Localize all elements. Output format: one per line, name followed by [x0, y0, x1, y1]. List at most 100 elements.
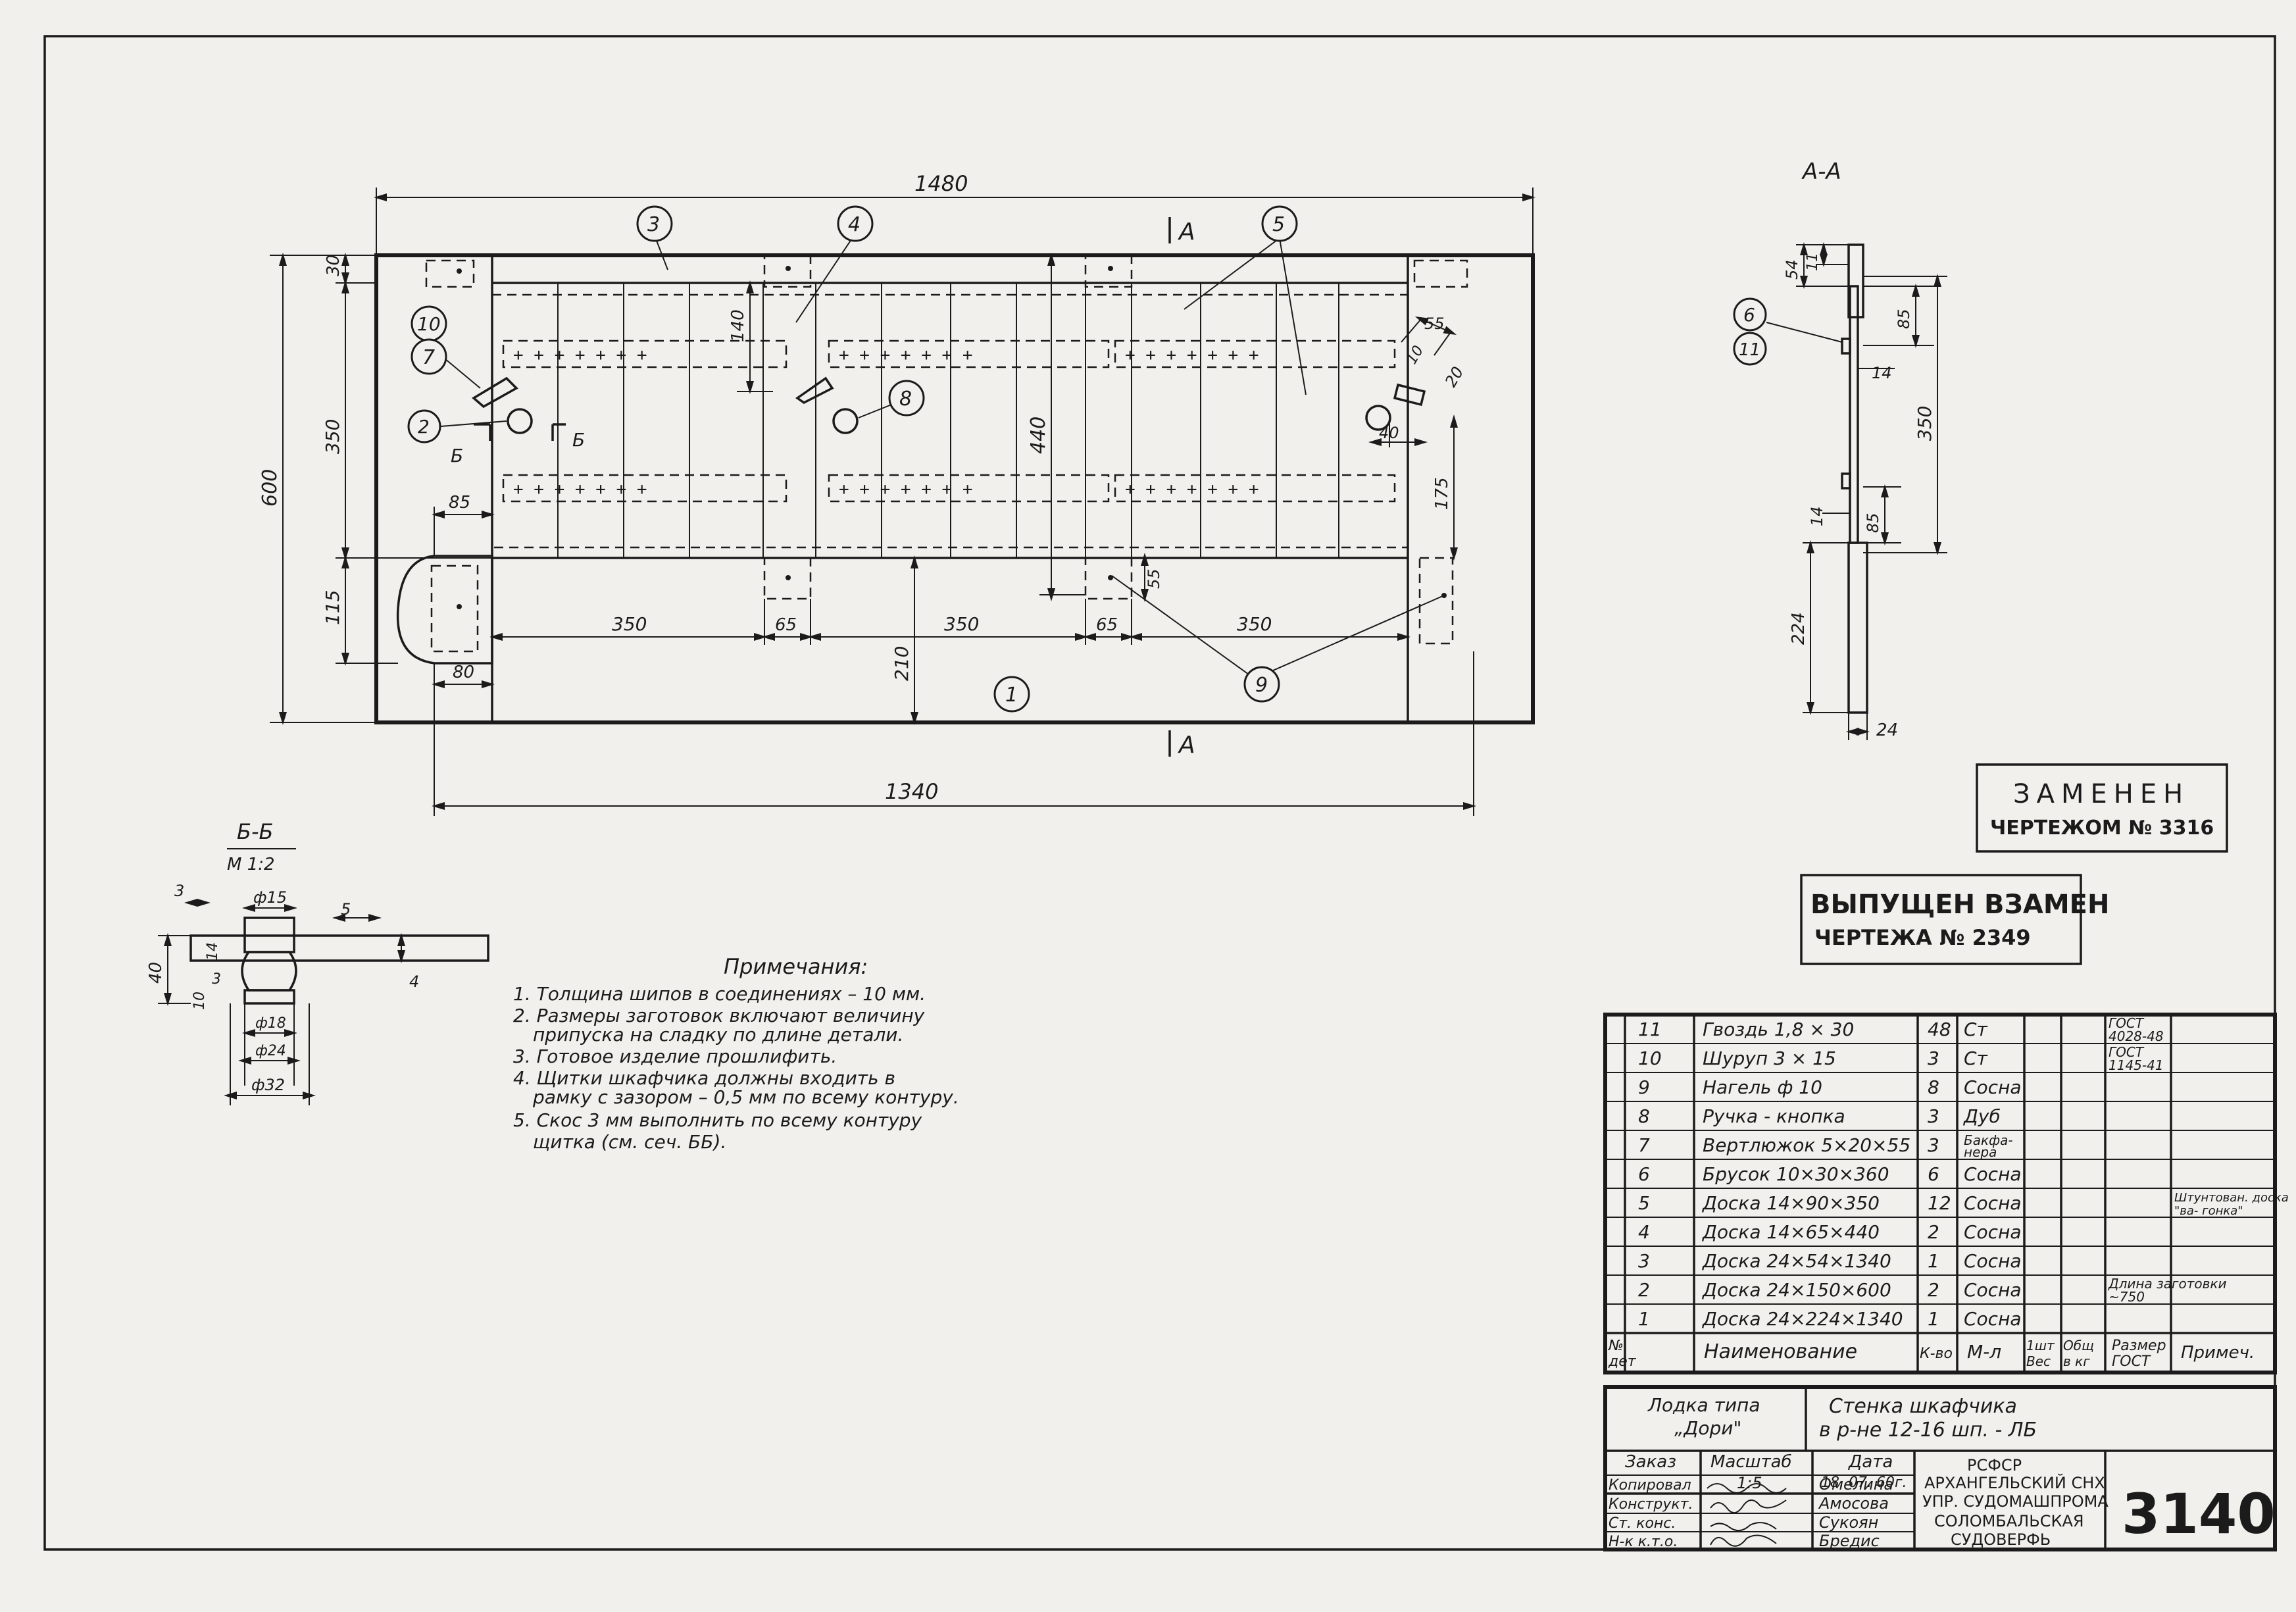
section-bb-scale: М 1:2: [227, 855, 275, 874]
dim-30: 30: [324, 255, 343, 276]
bom-row-material: Бакфа-: [1964, 1132, 2013, 1148]
bom-header-size-gost: Размер: [2112, 1338, 2166, 1354]
dim-1480: 1480: [914, 171, 968, 196]
dim-aa-14b: 14: [1808, 506, 1826, 526]
tb-role-4: Н-к к.т.о.: [1609, 1534, 1678, 1550]
tb-name-3: Сукоян: [1819, 1513, 1878, 1532]
bom-row-qty: 2: [1928, 1221, 1939, 1243]
bom-row-material: Сосна: [1964, 1163, 2022, 1185]
bom-row-name: Ручка - кнопка: [1703, 1105, 1845, 1127]
tb-role-3: Ст. конс.: [1609, 1515, 1676, 1532]
note-line-5: 4. Щитки шкафчика должны входить в: [513, 1067, 895, 1089]
dim-55-dowel: 55: [1145, 568, 1163, 589]
tb-part-1: Стенка шкафчика: [1829, 1395, 2017, 1418]
tb-name-4: Бредис: [1819, 1532, 1880, 1550]
bom-row-gost: 1145-41: [2109, 1057, 2164, 1073]
tb-name-1: Омелина: [1819, 1475, 1893, 1494]
tb-date-value: 18. 07. 60г.: [1821, 1474, 1907, 1491]
note-line-2: 2. Размеры заготовок включают величину: [513, 1005, 925, 1026]
dim-bay-1: 350: [612, 613, 647, 635]
bom-row-num: 6: [1638, 1163, 1650, 1185]
bom-row-name: Доска 24×150×600: [1701, 1279, 1891, 1301]
bom-row-num: 1: [1638, 1308, 1650, 1330]
tb-boat-2: „Дори": [1674, 1417, 1741, 1439]
balloon-9: 9: [1255, 674, 1268, 697]
dim-bb-14: 14: [205, 942, 221, 961]
dim-440: 440: [1027, 416, 1050, 454]
dim-latch-20: 20: [1441, 364, 1468, 390]
bom-row-name: Доска 24×224×1340: [1701, 1308, 1903, 1330]
dim-bb-24: ф24: [255, 1043, 286, 1059]
balloon-7: 7: [422, 346, 435, 369]
bom-row-name: Вертлюжок 5×20×55: [1703, 1134, 1910, 1156]
knob-hole: [507, 408, 533, 434]
tb-org-2: АРХАНГЕЛЬСКИЙ СНХ: [1924, 1473, 2105, 1492]
slat-lines: [557, 283, 1339, 558]
bom-header-qty: К-во: [1920, 1346, 1953, 1362]
bom-row-gost: ~750: [2109, 1289, 2145, 1305]
bom-header-num: дет: [1608, 1353, 1637, 1370]
drawing-number: 3140: [2122, 1482, 2276, 1546]
svg-text:+ + + + + + +: + + + + + + +: [839, 345, 973, 365]
dim-bb-32: ф32: [251, 1076, 285, 1094]
dim-bb-3b: 3: [212, 971, 221, 988]
dim-210: 210: [891, 646, 912, 681]
dim-175: 175: [1432, 477, 1452, 510]
bom-header-material: М-л: [1967, 1341, 2001, 1363]
bom-row-qty: 1: [1928, 1308, 1939, 1330]
balloon-3: 3: [647, 213, 660, 236]
balloon-10: 10: [417, 313, 441, 335]
svg-text:+ + + + + + +: + + + + + + +: [1125, 345, 1259, 365]
tb-scale-value: 1:5: [1737, 1474, 1762, 1492]
stamp-replaced: ЗАМЕНЕН ЧЕРТЕЖОМ № 3316: [1976, 763, 2228, 853]
bom-header-note: Примеч.: [2181, 1343, 2255, 1363]
bom-row-num: 2: [1638, 1279, 1650, 1301]
note-line-7: 5. Скос 3 мм выполнить по всему контуру: [513, 1109, 922, 1131]
section-mark-b-left: Б: [451, 445, 463, 466]
panel-outline: [374, 253, 1535, 724]
bom-row-qty: 48: [1928, 1019, 1951, 1040]
signature: [1710, 1522, 1777, 1532]
bom-row-name: Гвоздь 1,8 × 30: [1703, 1019, 1854, 1040]
dim-bb-10: 10: [191, 992, 208, 1010]
bom-header-name: Наименование: [1704, 1340, 1857, 1363]
bom-row-material: нера: [1964, 1144, 1997, 1160]
svg-text:+ + + + + + +: + + + + + + +: [513, 480, 647, 499]
dim-bay-2: 350: [944, 613, 979, 635]
note-line-8: щитка (см. сеч. ББ).: [533, 1131, 726, 1153]
stamp-replaced-title: ЗАМЕНЕН: [2013, 779, 2189, 809]
bom-row-material: Сосна: [1964, 1308, 2022, 1330]
bom-row-qty: 12: [1928, 1192, 1951, 1214]
tb-order-label: Заказ: [1625, 1452, 1676, 1472]
dim-bb-40: 40: [146, 962, 166, 984]
balloon-4: 4: [848, 213, 861, 236]
end-grain-section: [396, 555, 493, 665]
dim-115: 115: [322, 590, 343, 625]
bom-row-note: "ва- гонка": [2174, 1204, 2243, 1218]
bom-row-num: 5: [1638, 1192, 1650, 1214]
tb-part-2: в р-не 12-16 шп. - ЛБ: [1819, 1419, 2037, 1442]
bom-header-unit-weight: Вес: [2026, 1353, 2051, 1369]
section-aa-title: А-А: [1801, 159, 1841, 185]
tb-org-3: УПР. СУДОМАШПРОМА: [1922, 1492, 2109, 1511]
balloon-1: 1: [1005, 684, 1018, 707]
dim-bay-3: 350: [1237, 613, 1272, 635]
dim-aa-224: 224: [1789, 612, 1809, 645]
note-line-4: 3. Готовое изделие прошлифить.: [513, 1045, 837, 1067]
section-mark-b-right: Б: [572, 429, 585, 451]
bom-row-qty: 8: [1928, 1076, 1939, 1098]
knob-hole: [832, 408, 859, 434]
stamp-issued: ВЫПУЩЕН ВЗАМЕН ЧЕРТЕЖА № 2349: [1800, 874, 2109, 965]
bom-row-name: Брусок 10×30×360: [1703, 1163, 1889, 1185]
section-mark-a-top: A: [1178, 218, 1195, 245]
bom-row-qty: 1: [1928, 1250, 1939, 1272]
dim-aa-350: 350: [1914, 406, 1935, 441]
bom-header-num: №: [1608, 1338, 1624, 1354]
bom-row-material: Сосна: [1964, 1221, 2022, 1243]
bom-row-material: Ст: [1964, 1047, 1988, 1069]
bom-row-qty: 6: [1928, 1163, 1939, 1185]
bom-row-num: 4: [1638, 1221, 1650, 1243]
bom-row-num: 10: [1638, 1047, 1662, 1069]
bom-row-note: Штунтован. доска: [2174, 1191, 2289, 1205]
